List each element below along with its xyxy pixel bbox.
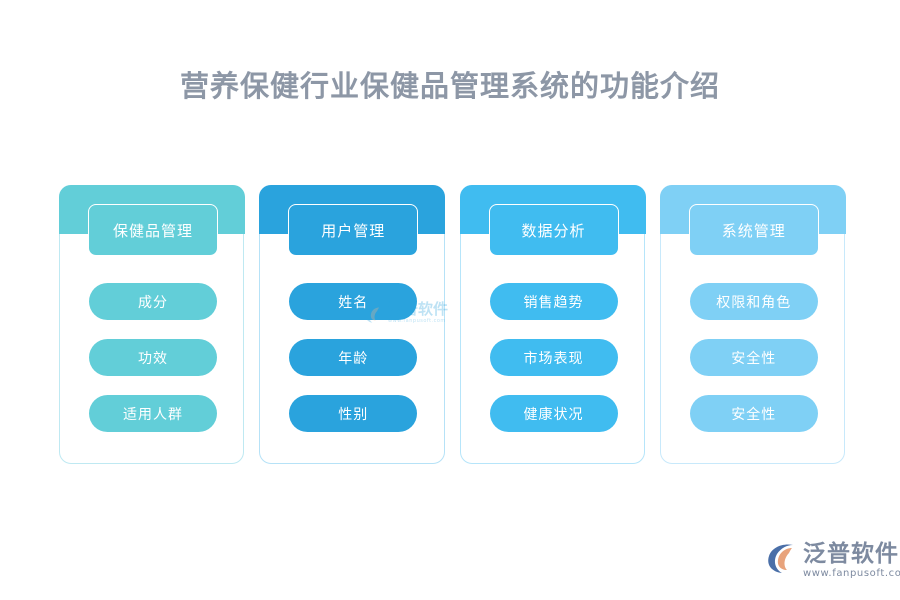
feature-pill-label: 成分: [138, 294, 168, 311]
feature-pill-label: 权限和角色: [716, 294, 792, 311]
column-header-product-management[interactable]: 保健品管理: [88, 204, 218, 256]
brand-logo-text: 泛普软件 www.fanpusoft.com: [803, 541, 900, 580]
column-header-label: 用户管理: [321, 221, 386, 240]
feature-column-product-management[interactable]: 保健品管理 成分 功效 适用人群: [59, 185, 246, 464]
feature-pill[interactable]: 姓名: [289, 283, 418, 320]
feature-pill-label: 健康状况: [523, 406, 584, 423]
feature-pill[interactable]: 性别: [289, 395, 418, 432]
feature-pill-label: 销售趋势: [523, 294, 584, 311]
feature-pill[interactable]: 功效: [89, 339, 217, 376]
column-item-list: 权限和角色 安全性 安全性: [661, 283, 847, 432]
feature-pill-label: 姓名: [338, 294, 369, 311]
feature-pill[interactable]: 销售趋势: [489, 283, 618, 320]
column-header-system-management[interactable]: 系统管理: [688, 204, 819, 256]
column-item-list: 成分 功效 适用人群: [60, 283, 246, 432]
column-item-list: 销售趋势 市场表现 健康状况: [461, 283, 647, 432]
feature-pill[interactable]: 适用人群: [89, 395, 217, 432]
feature-columns: 保健品管理 成分 功效 适用人群 用户管理 姓名: [59, 185, 847, 465]
column-header-data-analysis[interactable]: 数据分析: [488, 204, 619, 256]
feature-pill-label: 功效: [138, 350, 168, 367]
fanpu-logo-icon: [768, 544, 793, 573]
brand-logo: 泛普软件 www.fanpusoft.com: [766, 541, 900, 587]
feature-column-user-management[interactable]: 用户管理 姓名 年龄 性别: [259, 185, 446, 464]
feature-pill-label: 适用人群: [123, 406, 183, 423]
feature-pill-label: 性别: [338, 406, 369, 423]
column-item-list: 姓名 年龄 性别: [260, 283, 446, 432]
feature-pill[interactable]: 市场表现: [489, 339, 618, 376]
column-header-user-management[interactable]: 用户管理: [288, 204, 419, 256]
column-header-label: 数据分析: [521, 221, 586, 240]
brand-url: www.fanpusoft.com: [803, 568, 900, 579]
feature-pill[interactable]: 年龄: [289, 339, 418, 376]
feature-pill[interactable]: 安全性: [689, 339, 818, 376]
column-header-label: 保健品管理: [112, 221, 193, 240]
feature-column-data-analysis[interactable]: 数据分析 销售趋势 市场表现 健康状况: [459, 185, 647, 464]
feature-pill[interactable]: 安全性: [689, 395, 818, 432]
feature-pill[interactable]: 健康状况: [489, 395, 618, 432]
feature-column-system-management[interactable]: 系统管理 权限和角色 安全性 安全性: [659, 185, 847, 464]
feature-pill-label: 年龄: [338, 350, 369, 367]
feature-pill-label: 市场表现: [523, 350, 584, 367]
brand-name: 泛普软件: [803, 541, 899, 567]
feature-pill-label: 安全性: [731, 350, 777, 367]
feature-pill[interactable]: 成分: [89, 283, 217, 320]
feature-pill-label: 安全性: [731, 406, 777, 423]
feature-pill[interactable]: 权限和角色: [689, 283, 818, 320]
page-title: 营养保健行业保健品管理系统的功能介绍: [179, 69, 720, 103]
column-header-label: 系统管理: [721, 221, 786, 240]
